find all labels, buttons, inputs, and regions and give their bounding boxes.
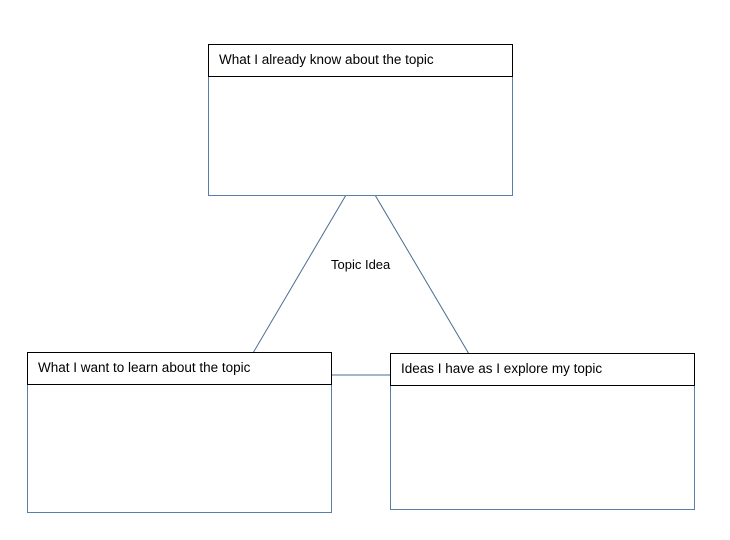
topic-idea-label: Topic Idea (331, 257, 391, 272)
connector-top-to-right (374, 194, 470, 355)
box-already-know-header: What I already know about the topic (208, 44, 513, 77)
box-explore-ideas-header: Ideas I have as I explore my topic (390, 353, 695, 386)
box-already-know: What I already know about the topic (208, 44, 513, 196)
box-want-to-learn: What I want to learn about the topic (27, 352, 332, 513)
connector-top-to-left (252, 194, 347, 354)
box-explore-ideas: Ideas I have as I explore my topic (390, 353, 695, 510)
box-want-to-learn-header: What I want to learn about the topic (27, 352, 332, 385)
